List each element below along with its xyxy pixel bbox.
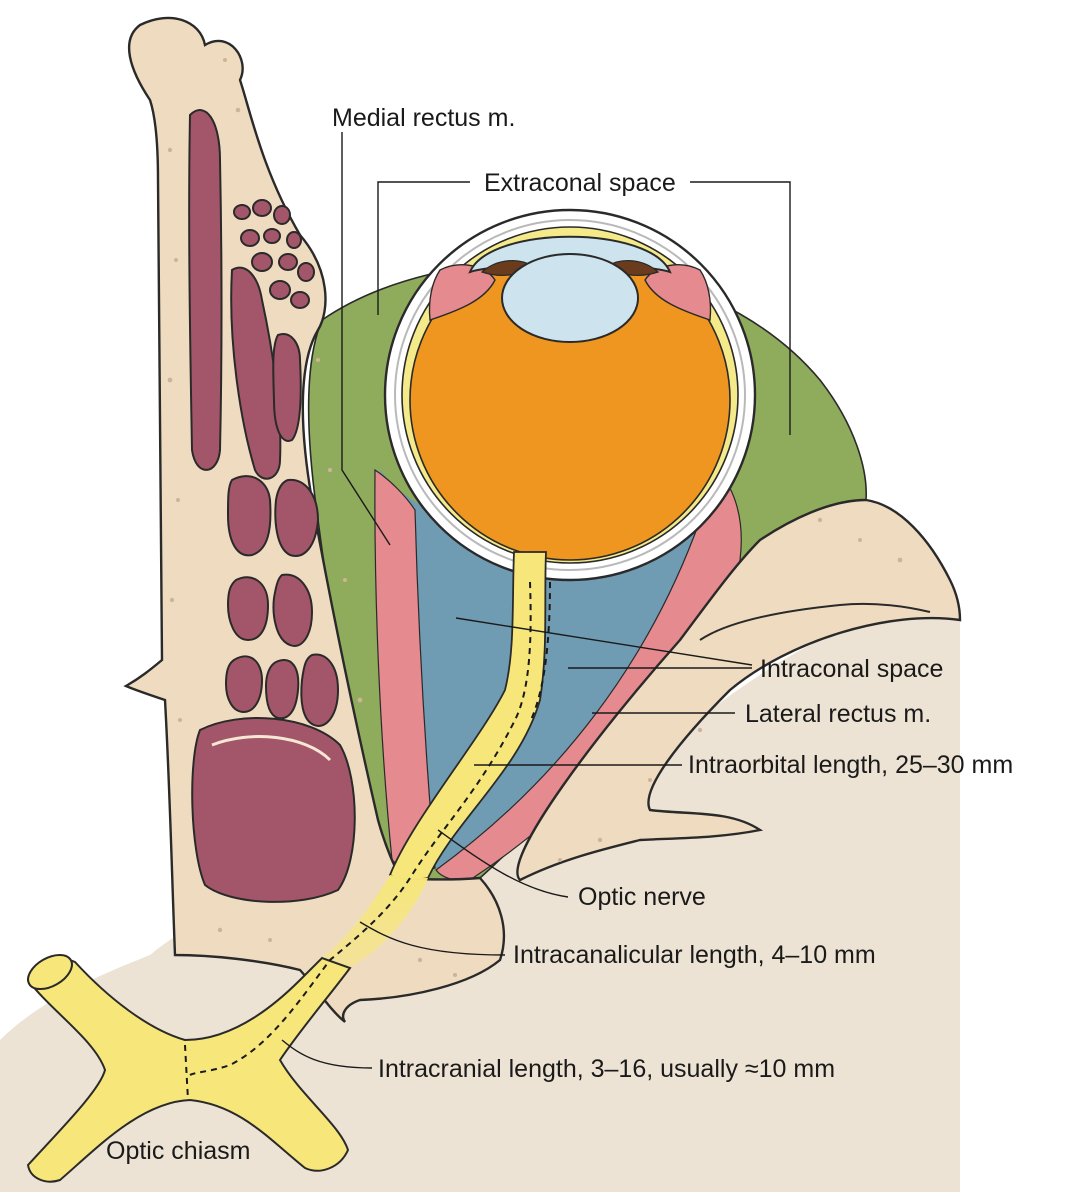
optic-chiasm-shape (26, 956, 352, 1183)
bone-texture (167, 58, 903, 977)
lateral-orbital-wall-bone (516, 498, 962, 882)
label-intracranial-length: Intracranial length, 3–16, usually ≈10 m… (378, 1055, 835, 1083)
nerve-center-dashed (189, 581, 532, 1076)
label-optic-chiasm: Optic chiasm (106, 1137, 250, 1165)
ciliary-body-left (428, 264, 496, 321)
medial-rectus-muscle (374, 468, 436, 871)
ciliary-body-right (644, 264, 712, 321)
lateral-wall-inner-curve (699, 602, 931, 641)
label-lateral-rectus: Lateral rectus m. (745, 700, 931, 728)
lens (501, 253, 639, 343)
optic-chiasm-stump (27, 953, 73, 991)
chiasm-midline-dashed (184, 1044, 189, 1101)
label-intraconal-space: Intraconal space (760, 655, 943, 683)
leader-lines (281, 132, 791, 1069)
ethmoid-air-cells (233, 199, 315, 309)
label-intraorbital-length: Intraorbital length, 25–30 mm (688, 751, 1013, 779)
paranasal-sinuses (188, 109, 356, 903)
label-optic-nerve: Optic nerve (578, 883, 706, 911)
sclera-inner-line (394, 219, 746, 571)
label-intracanalicular-length: Intracanalicular length, 4–10 mm (513, 941, 876, 969)
label-medial-rectus: Medial rectus m. (332, 104, 515, 132)
label-extraconal-space: Extraconal space (484, 169, 676, 197)
nerve-center-dashed-2 (529, 581, 551, 723)
